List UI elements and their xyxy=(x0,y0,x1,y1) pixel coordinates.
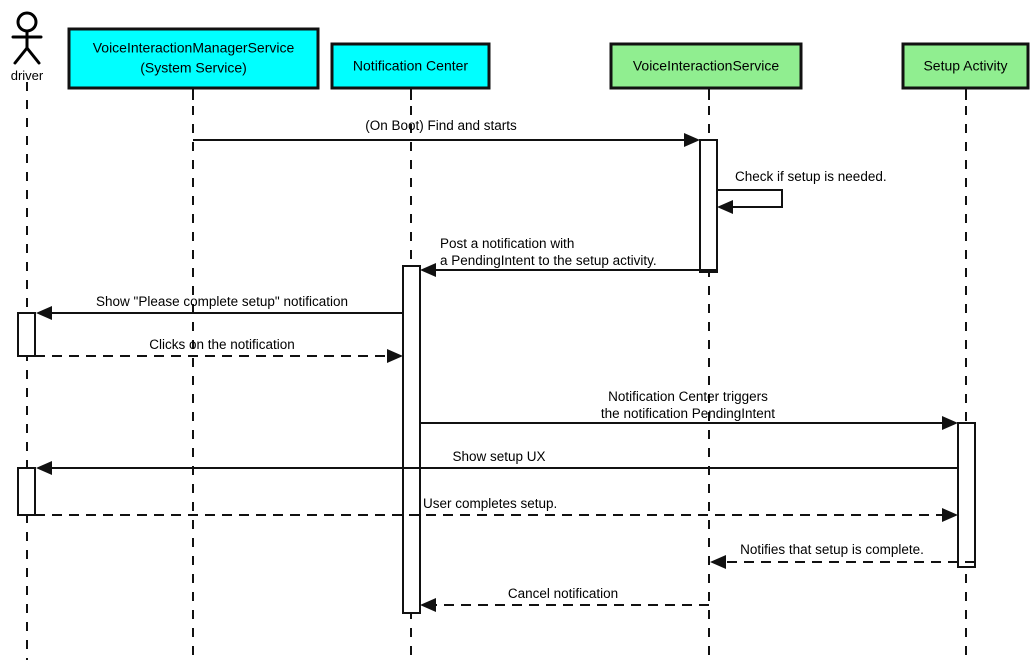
participant-label-setup-activity: Setup Activity xyxy=(923,58,1007,74)
message-post-notification[interactable]: Post a notification with a PendingIntent… xyxy=(420,236,717,277)
participant-box-setup-activity xyxy=(901,42,1030,90)
message-label: Cancel notification xyxy=(508,586,618,601)
message-trigger-pendingintent[interactable]: Notification Center triggers the notific… xyxy=(419,389,958,430)
message-cancel-notification[interactable]: Cancel notification xyxy=(420,586,709,612)
activation-bar-driver-2 xyxy=(17,467,36,516)
message-label: (On Boot) Find and starts xyxy=(365,118,517,133)
participant-vims[interactable]: VoiceInteractionManagerService (System S… xyxy=(67,27,320,90)
participant-box-notification-center xyxy=(330,42,491,90)
message-label: Clicks on the notification xyxy=(149,337,295,352)
message-notifies-setup-complete[interactable]: Notifies that setup is complete. xyxy=(710,542,975,569)
message-self-loop-path xyxy=(717,189,783,208)
message-label-line1: Notification Center triggers xyxy=(608,389,768,404)
participant-label-driver: driver xyxy=(11,68,44,83)
message-label: Show "Please complete setup" notificatio… xyxy=(96,294,348,309)
message-label-line2: a PendingIntent to the setup activity. xyxy=(440,253,657,268)
participant-label-vims-line2: (System Service) xyxy=(140,60,247,76)
message-label-line2: the notification PendingIntent xyxy=(601,406,775,421)
arrow-head-right-icon xyxy=(684,133,700,147)
arrow-head-right-icon xyxy=(387,349,403,363)
participant-label-voiceinteractionservice: VoiceInteractionService xyxy=(633,58,780,74)
arrow-head-left-icon xyxy=(710,555,726,569)
message-label: Check if setup is needed. xyxy=(735,169,887,184)
arrow-head-right-icon xyxy=(942,508,958,522)
participant-box-voiceinteractionservice xyxy=(609,42,803,90)
arrow-head-left-icon xyxy=(36,461,52,475)
participant-label-vims-line1: VoiceInteractionManagerService xyxy=(93,40,295,56)
actor-leg-right-icon xyxy=(25,46,41,65)
arrow-head-left-icon xyxy=(717,200,733,214)
participant-notification-center[interactable]: Notification Center xyxy=(330,42,491,90)
arrow-head-right-icon xyxy=(942,416,958,430)
message-user-completes-setup[interactable]: User completes setup. xyxy=(35,496,958,522)
message-find-and-starts[interactable]: (On Boot) Find and starts xyxy=(193,118,700,147)
participant-actor-driver[interactable]: driver xyxy=(11,11,44,83)
activation-bar-voiceinteractionservice-1 xyxy=(699,139,718,273)
activation-bar-setup-activity-1 xyxy=(957,422,976,568)
arrow-head-left-icon xyxy=(36,306,52,320)
message-label: Show setup UX xyxy=(452,449,545,464)
message-clicks-notification[interactable]: Clicks on the notification xyxy=(35,337,403,363)
message-check-setup-needed[interactable]: Check if setup is needed. xyxy=(717,169,887,214)
participant-box-vims xyxy=(67,27,320,90)
actor-head-icon xyxy=(16,11,38,33)
participant-label-notification-center: Notification Center xyxy=(353,58,469,74)
participant-setup-activity[interactable]: Setup Activity xyxy=(901,42,1030,90)
actor-leg-left-icon xyxy=(13,46,29,65)
message-show-setup-ux[interactable]: Show setup UX xyxy=(36,449,958,475)
activation-bars-layer xyxy=(17,139,976,614)
message-label: User completes setup. xyxy=(423,496,557,511)
message-label-line1: Post a notification with xyxy=(440,236,574,251)
participant-voiceinteractionservice[interactable]: VoiceInteractionService xyxy=(609,42,803,90)
activation-bar-driver-1 xyxy=(17,312,36,357)
arrow-head-left-icon xyxy=(420,598,436,612)
message-show-setup-notification[interactable]: Show "Please complete setup" notificatio… xyxy=(36,294,403,320)
activation-bar-notification-center-1 xyxy=(402,265,421,614)
message-label: Notifies that setup is complete. xyxy=(740,542,924,557)
arrow-head-left-icon xyxy=(420,263,436,277)
